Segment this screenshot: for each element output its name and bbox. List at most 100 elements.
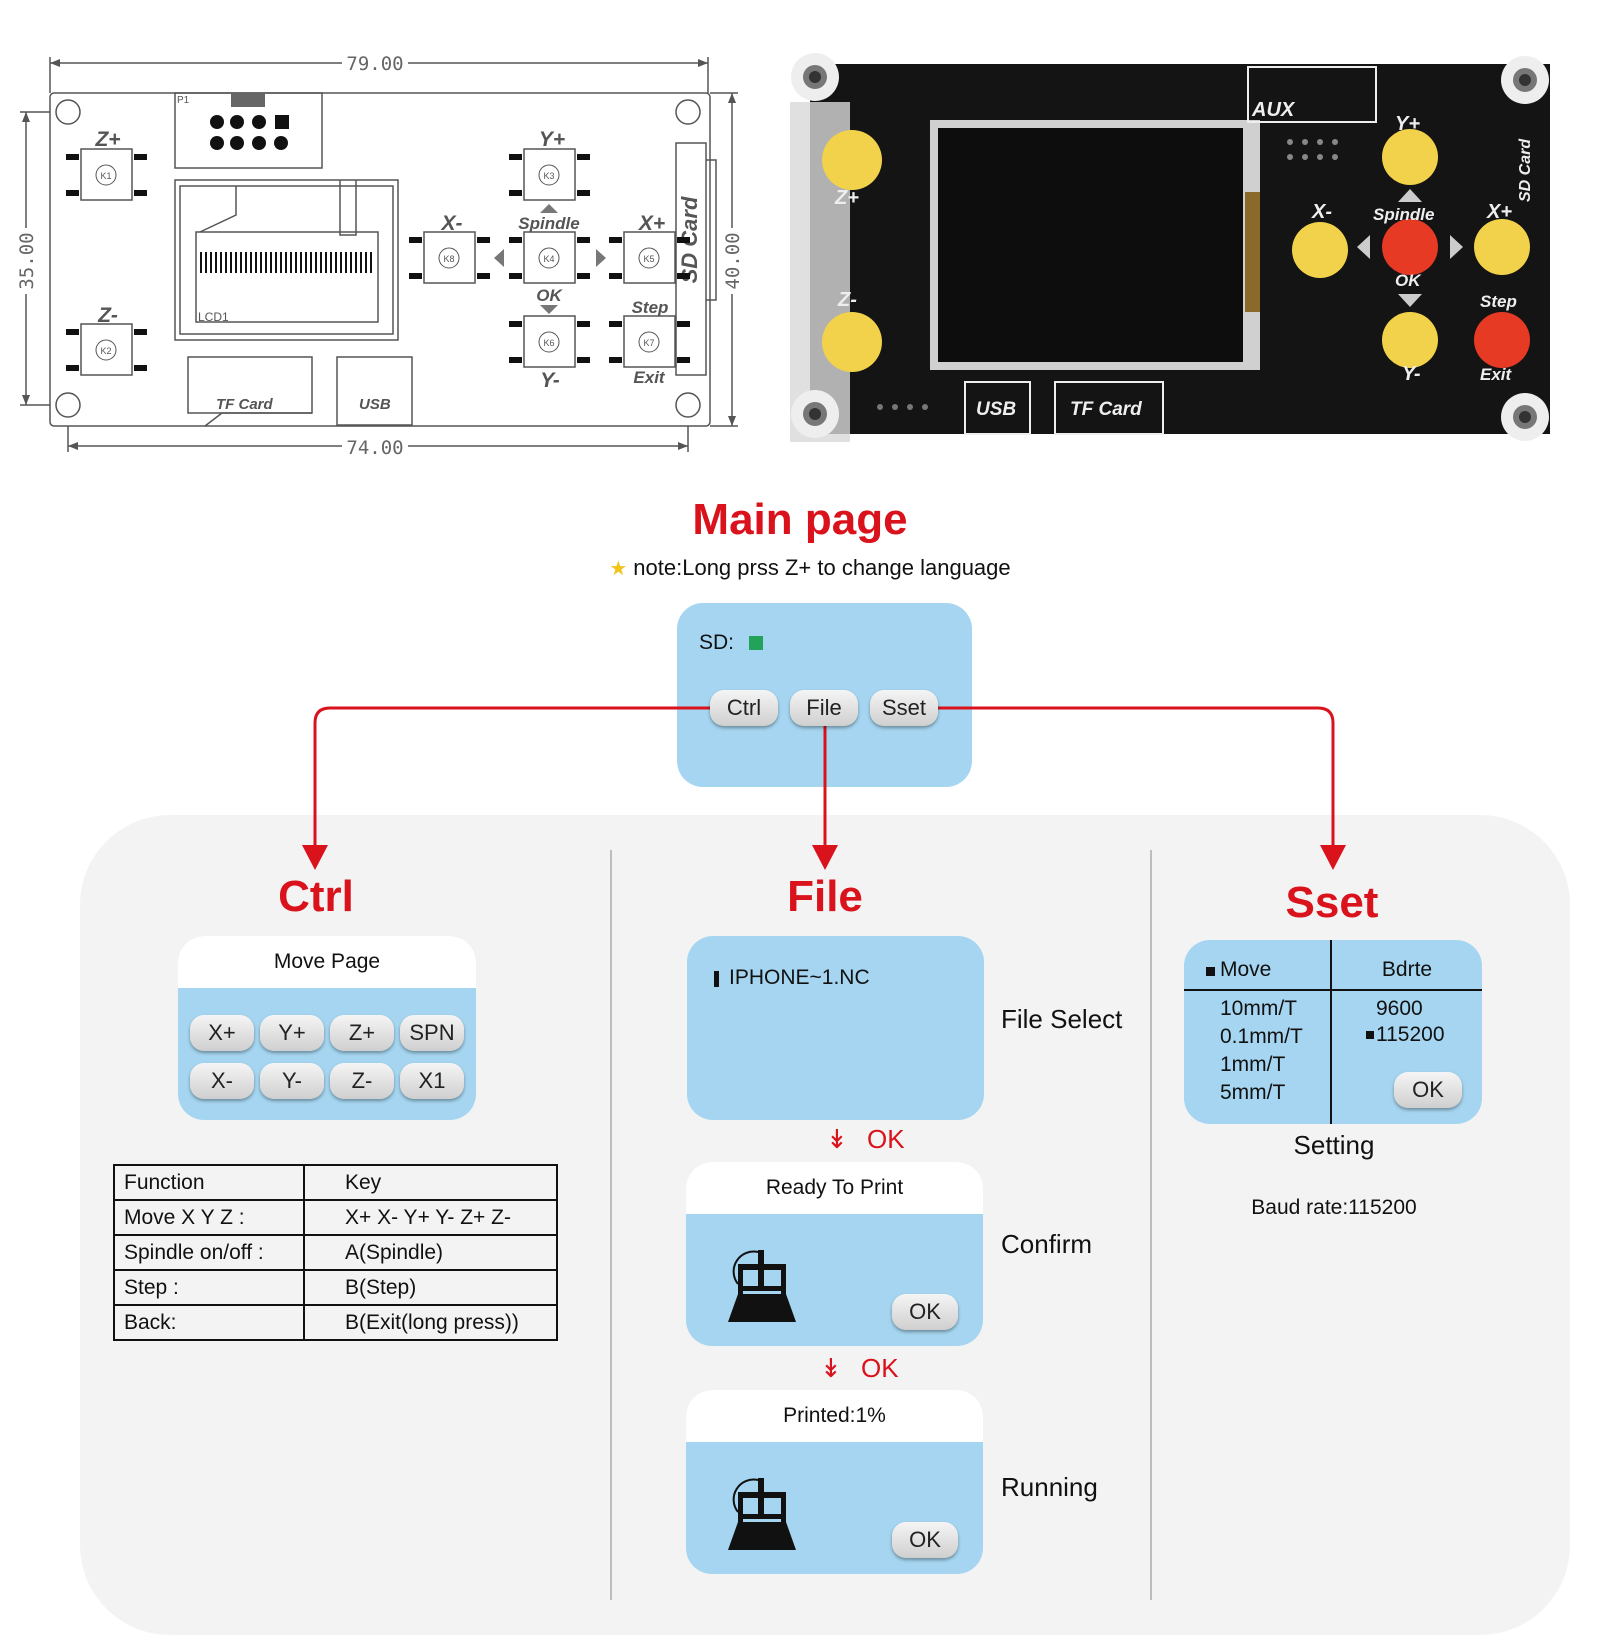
table-cell-function: Step : — [113, 1269, 305, 1306]
table-header-key: Key — [303, 1164, 558, 1201]
photo-xplus-label: X+ — [1486, 201, 1512, 223]
printed-progress-title: Printed:1% — [686, 1390, 983, 1442]
table-row: Move X Y Z : X+ X- Y+ Y- Z+ Z- — [113, 1199, 558, 1236]
usb-label: USB — [359, 396, 391, 413]
baud-selected-marker — [1366, 1031, 1374, 1039]
ok-arrow-2-label: OK — [861, 1353, 899, 1383]
table-cell-key: A(Spindle) — [303, 1234, 558, 1271]
pcb-drawing: 79.00 74.00 35.00 40.00 P1 LCD1 TF Card … — [16, 52, 744, 459]
ctrl-button-x1[interactable]: X1 — [400, 1063, 464, 1099]
photo-aux-label: AUX — [1251, 99, 1296, 121]
sd-label: SD: — [699, 631, 735, 654]
confirm-label: Confirm — [1001, 1229, 1093, 1259]
table-cell-key: X+ X- Y+ Y- Z+ Z- — [303, 1199, 558, 1236]
cnc-machine-icon — [728, 1250, 796, 1322]
main-tab-ctrl-label: Ctrl — [726, 695, 762, 720]
ctrl-button-y-plus-label: Y+ — [278, 1020, 306, 1045]
table-header-row: Function Key — [113, 1164, 558, 1201]
main-tab-file[interactable]: File — [790, 690, 858, 726]
main-tab-file-label: File — [806, 695, 842, 720]
ready-ok-button[interactable]: OK — [892, 1294, 958, 1330]
ok-arrow-1-label: OK — [867, 1124, 905, 1154]
sset-screen: Move Bdrte 10mm/T 0.1mm/T 1mm/T 5mm/T 96… — [1184, 940, 1482, 1124]
ctrl-button-z-minus[interactable]: Z- — [330, 1063, 394, 1099]
ctrl-button-x1-label: X1 — [418, 1068, 446, 1093]
switch-k3: K3 Y+ — [509, 128, 590, 201]
ctrl-button-x-plus[interactable]: X+ — [190, 1015, 254, 1051]
table-cell-key: B(Exit(long press)) — [303, 1304, 558, 1341]
photo-yplus-label: Y+ — [1395, 113, 1420, 135]
photo-ok-label: OK — [1395, 271, 1422, 290]
table-row: Back: B(Exit(long press)) — [113, 1304, 558, 1341]
main-note-text: note:Long prss Z+ to change language — [633, 555, 1011, 580]
table-header-function: Function — [113, 1164, 305, 1201]
k3-ref: K3 — [543, 171, 554, 181]
ctrl-title: Ctrl — [278, 872, 354, 921]
table-row: Step : B(Step) — [113, 1269, 558, 1306]
sset-ok-button[interactable]: OK — [1394, 1072, 1462, 1108]
k1-label: Z+ — [94, 128, 120, 151]
ctrl-button-x-plus-label: X+ — [208, 1020, 236, 1045]
move-option[interactable]: 5mm/T — [1220, 1081, 1286, 1104]
main-tab-sset-label: Sset — [881, 695, 927, 720]
p1-label: P1 — [177, 95, 190, 106]
main-tab-sset[interactable]: Sset — [870, 690, 938, 726]
k5-ref: K5 — [643, 254, 654, 264]
ctrl-button-x-minus[interactable]: X- — [190, 1063, 254, 1099]
baud-option[interactable]: 115200 — [1376, 1023, 1445, 1046]
k2-label: Z- — [97, 304, 118, 327]
k1-ref: K1 — [100, 171, 111, 181]
device-photo: AUX Z+ Z- Y+ X- Spindle X+ OK Step Y- Ex… — [790, 53, 1550, 442]
dim-left-label: 35.00 — [16, 232, 38, 289]
ctrl-button-z-plus[interactable]: Z+ — [330, 1015, 394, 1051]
photo-step-label: Step — [1480, 292, 1517, 311]
k8-ref: K8 — [443, 254, 454, 264]
baud-rate-note: Baud rate:115200 — [1251, 1196, 1417, 1219]
move-option[interactable]: 0.1mm/T — [1220, 1025, 1303, 1048]
step-label: Step — [632, 298, 669, 317]
ctrl-button-spn-label: SPN — [409, 1020, 455, 1045]
switch-k1: K1 Z+ — [66, 128, 147, 201]
switch-k4: K4 Spindle OK — [494, 204, 606, 314]
down-arrow-icon: ↡ — [820, 1353, 842, 1383]
switch-k6: K6 Y- — [509, 315, 590, 392]
switch-k5: K5 X+ — [609, 212, 690, 284]
ok-arrow-2: ↡ OK — [820, 1353, 899, 1384]
k8-label: X- — [441, 212, 463, 235]
down-arrow-icon: ↡ — [826, 1124, 848, 1154]
file-name[interactable]: IPHONE~1.NC — [729, 966, 870, 989]
ctrl-button-spn[interactable]: SPN — [400, 1015, 464, 1051]
sset-title: Sset — [1285, 878, 1379, 927]
photo-zminus-label: Z- — [837, 289, 857, 311]
ctrl-button-z-minus-label: Z- — [351, 1068, 373, 1093]
ctrl-button-y-plus[interactable]: Y+ — [260, 1015, 324, 1051]
dim-top-label: 79.00 — [346, 53, 403, 75]
table-cell-function: Back: — [113, 1304, 305, 1341]
ctrl-button-y-minus-label: Y- — [282, 1068, 302, 1093]
ctrl-button-y-minus[interactable]: Y- — [260, 1063, 324, 1099]
baud-option[interactable]: 9600 — [1376, 997, 1423, 1020]
move-option[interactable]: 10mm/T — [1220, 997, 1298, 1020]
divider-right — [1150, 850, 1152, 1600]
running-ok-button[interactable]: OK — [892, 1522, 958, 1558]
move-selected-marker — [1206, 967, 1215, 976]
move-option[interactable]: 1mm/T — [1220, 1053, 1286, 1076]
lcd-label: LCD1 — [198, 310, 229, 324]
ready-to-print-title: Ready To Print — [686, 1162, 983, 1214]
switch-k8: K8 X- — [409, 212, 490, 284]
k2-ref: K2 — [100, 346, 111, 356]
setting-label: Setting — [1293, 1130, 1375, 1160]
photo-tf-card-label: TF Card — [1070, 399, 1142, 420]
move-header: Move — [1220, 958, 1272, 981]
ready-ok-button-label: OK — [909, 1299, 941, 1324]
running-ok-button-label: OK — [909, 1527, 941, 1552]
divider-left — [610, 850, 612, 1600]
ok-arrow-1: ↡ OK — [826, 1124, 905, 1155]
photo-zplus-label: Z+ — [834, 187, 859, 209]
ctrl-button-z-plus-label: Z+ — [348, 1020, 376, 1045]
running-label: Running — [1001, 1472, 1098, 1502]
main-note: ★note:Long prss Z+ to change language — [600, 555, 1020, 581]
photo-usb-label: USB — [976, 399, 1016, 420]
key-function-table: Function Key Move X Y Z : X+ X- Y+ Y- Z+… — [113, 1164, 558, 1341]
main-tab-ctrl[interactable]: Ctrl — [710, 690, 778, 726]
